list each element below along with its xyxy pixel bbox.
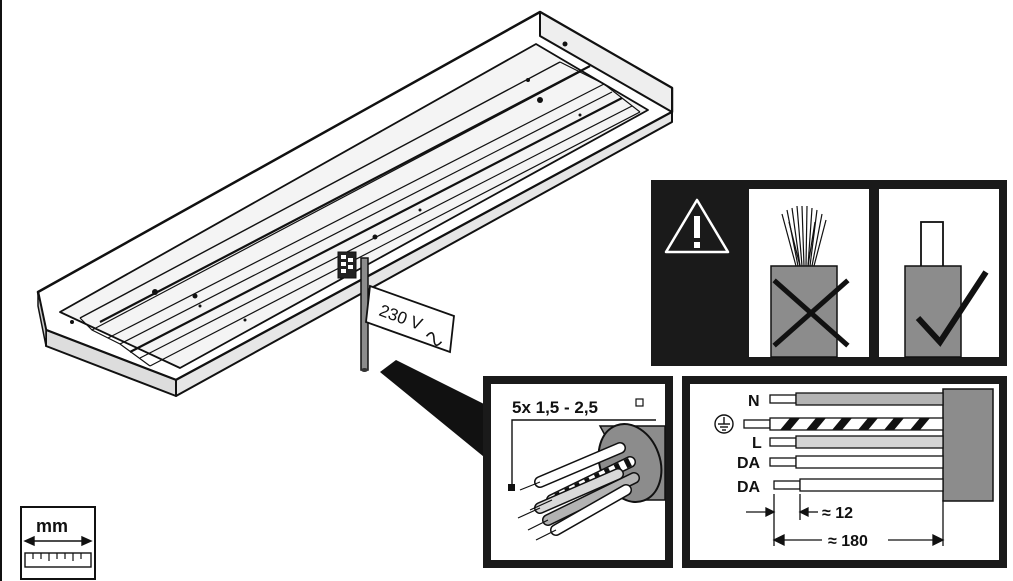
wire-l: L: [752, 435, 944, 452]
unit-box: mm: [20, 506, 96, 580]
cross-icon: [772, 278, 850, 348]
width-arrow-icon: [23, 535, 93, 547]
wire-da2-label: DA: [737, 479, 761, 496]
wire-da-2: DA: [737, 478, 944, 496]
wire-l-label: L: [752, 435, 762, 452]
wire-strip-panel: N L: [682, 376, 1007, 568]
square-mm-icon: [635, 398, 644, 407]
right-ferrule-wire: [904, 221, 989, 358]
check-icon: [915, 270, 989, 347]
strip-length-label: ≈ 12: [822, 505, 853, 522]
wire-da1-label: DA: [737, 455, 761, 472]
warning-panel: [651, 180, 1007, 366]
total-length-label: ≈ 180: [828, 533, 868, 550]
strip-dimension: [746, 494, 944, 546]
wire-n: N: [748, 392, 944, 410]
ruler-icon: [24, 552, 92, 568]
cable-spec-label: 5x 1,5 - 2,5: [512, 398, 598, 417]
wire-pe: [714, 414, 944, 434]
cable-cores: [517, 442, 640, 541]
total-dimension: [772, 533, 945, 547]
voltage-tag: 230 V: [365, 284, 455, 354]
ground-icon: [714, 414, 734, 434]
wire-n-label: N: [748, 393, 760, 410]
luminaire-screw-holes: [70, 41, 582, 324]
sheath-end: [942, 388, 994, 502]
wrong-frayed-wire: [770, 205, 850, 358]
luminaire-reflector-channels: [79, 61, 641, 367]
unit-label: mm: [36, 516, 68, 536]
cable-spec-panel: 5x 1,5 - 2,5: [483, 376, 673, 568]
ac-wave-icon: [425, 332, 443, 346]
terminal-block: [337, 251, 357, 279]
luminaire-housing: [36, 10, 674, 397]
zoom-wedge: [380, 360, 500, 470]
wire-da-1: DA: [737, 455, 944, 472]
warning-triangle-icon: [664, 198, 730, 254]
